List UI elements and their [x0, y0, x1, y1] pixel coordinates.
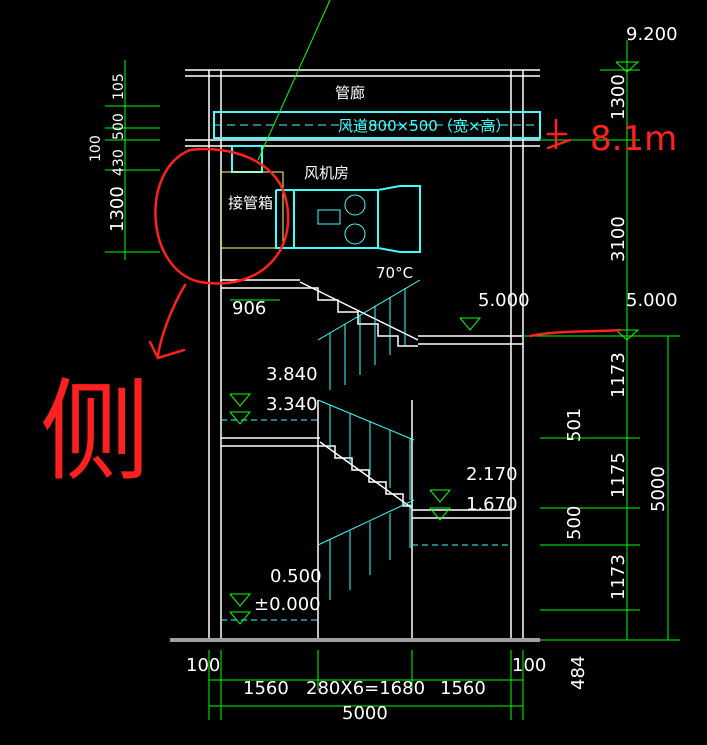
building-structure	[185, 69, 540, 640]
level-floor-mid-right: 5.000	[626, 290, 678, 311]
right-dim-3: 1173	[608, 352, 629, 398]
junction-box-label: 接管箱	[228, 194, 273, 212]
corridor-label: 管廊	[335, 84, 365, 102]
right-dim-1: 1300	[608, 74, 629, 120]
fan-room-label: 风机房	[304, 164, 349, 182]
bottom-dim-wall-left: 100	[186, 655, 220, 676]
right-dim-7: 1173	[608, 554, 629, 600]
duct-system	[213, 111, 541, 253]
left-dim-5: 1300	[107, 186, 128, 232]
level-base-a: 0.500	[270, 566, 322, 587]
bottom-dim-seg-right: 1560	[440, 678, 486, 699]
bottom-dim-wall-right: 100	[512, 655, 546, 676]
duct-label: 风道800×500（宽×高）	[338, 117, 510, 135]
dimension-lines	[105, 40, 680, 720]
right-dim-2: 3100	[608, 216, 629, 262]
stair-railings	[221, 279, 511, 621]
left-dim-1: 105	[111, 73, 127, 100]
level-landing-upper-b: 3.340	[266, 394, 318, 415]
bottom-dim-seg-left: 1560	[243, 678, 289, 699]
left-dim-2: 500	[111, 113, 127, 140]
level-base-b: ±0.000	[254, 594, 321, 615]
right-dim-5: 1175	[608, 452, 629, 498]
left-dim-4: 430	[111, 149, 127, 176]
right-dim-total: 5000	[648, 466, 669, 512]
right-dim-6: 500	[564, 506, 585, 540]
stair-offset-dim: 906	[232, 298, 266, 319]
right-dim-4: 501	[564, 408, 585, 442]
level-landing-upper-a: 3.840	[266, 364, 318, 385]
angle-label: 70°C	[376, 264, 413, 282]
red-markup	[148, 118, 622, 360]
level-top: 9.200	[626, 24, 678, 45]
level-landing-lower-b: 1.670	[466, 494, 518, 515]
bottom-dim-seg-mid: 280X6=1680	[306, 678, 425, 699]
right-dim-bottom: 484	[568, 656, 589, 690]
left-dim-3: 100	[88, 135, 104, 162]
height-note: 8.1m	[590, 119, 677, 159]
side-note: 侧	[40, 368, 150, 496]
level-floor-mid-left: 5.000	[478, 290, 530, 311]
level-landing-lower-a: 2.170	[466, 464, 518, 485]
stair-flights	[299, 281, 419, 509]
leader-line	[257, 0, 331, 161]
bottom-dim-total: 5000	[342, 703, 388, 724]
